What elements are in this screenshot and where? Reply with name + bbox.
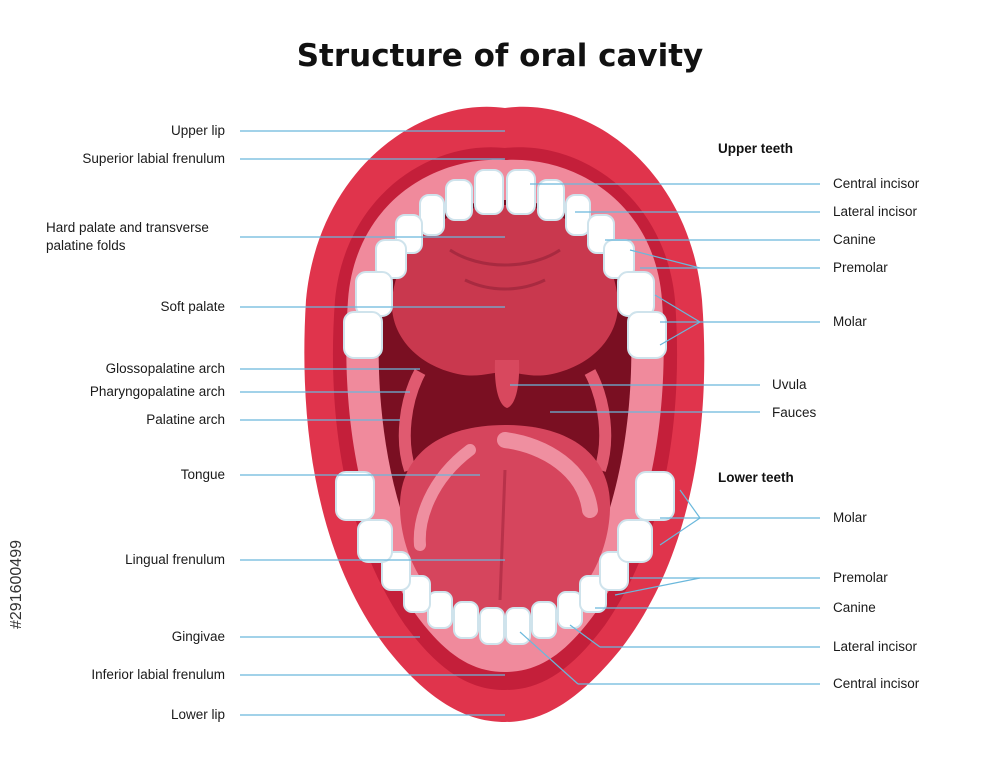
label-upper-lateral-incisor: Lateral incisor: [833, 204, 918, 219]
label-tongue: Tongue: [180, 467, 225, 482]
label-lower-premolar: Premolar: [833, 570, 888, 585]
label-upper-canine: Canine: [833, 232, 876, 247]
upper-teeth: [343, 169, 667, 359]
label-lower-lateral-incisor: Lateral incisor: [833, 639, 918, 654]
stock-id-watermark: #291600499: [8, 540, 25, 629]
label-palatine-arch: Palatine arch: [146, 412, 225, 427]
page-title: Structure of oral cavity: [296, 38, 704, 74]
label-upper-lip: Upper lip: [170, 123, 225, 138]
right-leader-lines: [510, 183, 820, 685]
lower-teeth: [335, 471, 675, 645]
label-lower-central-incisor: Central incisor: [833, 676, 920, 691]
tongue: [399, 425, 611, 630]
label-fauces: Fauces: [772, 405, 817, 420]
label-glossopalatine-arch: Glossopalatine arch: [105, 361, 225, 376]
label-upper-central-incisor: Central incisor: [833, 176, 920, 191]
label-hard-palate: Hard palate and transverse palatine fold…: [46, 220, 209, 253]
label-upper-premolar: Premolar: [833, 260, 888, 275]
label-inferior-labial-frenulum: Inferior labial frenulum: [91, 667, 225, 682]
uvula: [494, 360, 520, 408]
label-lower-molar: Molar: [833, 510, 867, 525]
label-pharyngopalatine-arch: Pharyngopalatine arch: [89, 384, 225, 399]
label-soft-palate: Soft palate: [160, 299, 225, 314]
heading-lower-teeth: Lower teeth: [718, 470, 794, 485]
label-uvula: Uvula: [772, 377, 807, 392]
label-lower-canine: Canine: [833, 600, 876, 615]
left-leader-lines: [240, 130, 505, 716]
heading-upper-teeth: Upper teeth: [718, 141, 794, 156]
label-superior-labial-frenulum: Superior labial frenulum: [82, 151, 225, 166]
label-lower-lip: Lower lip: [170, 707, 225, 722]
label-gingivae: Gingivae: [171, 629, 225, 644]
label-lingual-frenulum: Lingual frenulum: [125, 552, 225, 567]
label-upper-molar: Molar: [833, 314, 867, 329]
